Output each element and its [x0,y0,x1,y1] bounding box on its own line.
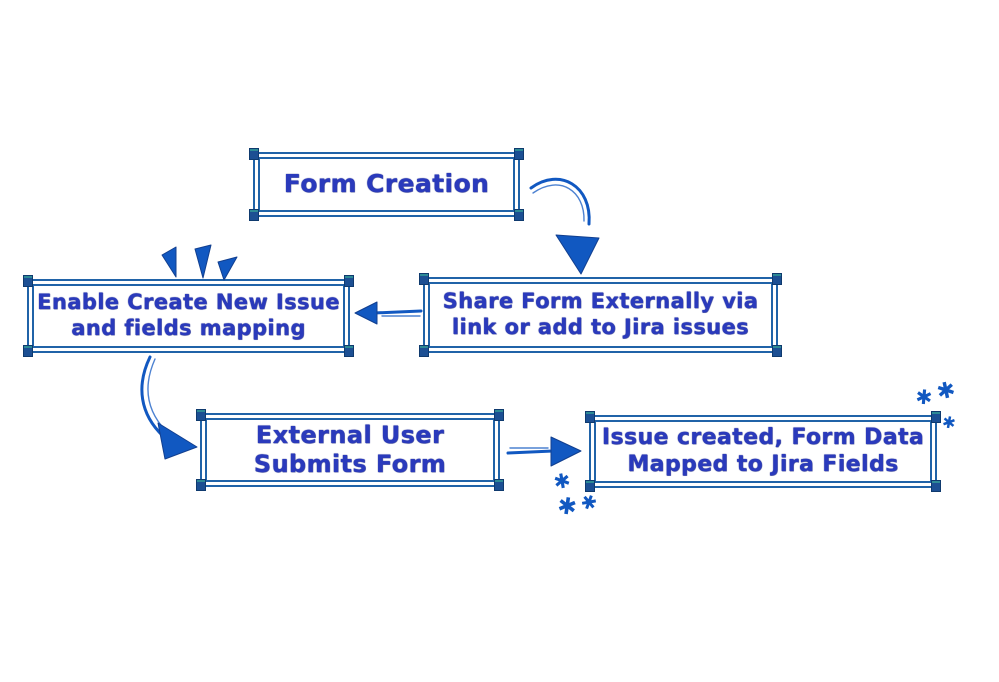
arrow-share-form-to-enable-create-icon [354,301,423,325]
corner-handle-icon [494,409,504,421]
arrow-external-user-to-issue-created-icon [506,436,582,467]
corner-handle-icon [196,409,206,421]
corner-handle-icon [249,148,259,160]
corner-handle-icon [494,479,504,491]
corner-handle-icon [514,148,524,160]
corner-handle-icon [585,480,595,492]
svg-text:✱: ✱ [934,377,957,405]
corner-handle-icon [931,480,941,492]
corner-handle-icon [419,273,429,285]
arrow-form-creation-to-share-form-icon [529,177,600,275]
corner-handle-icon [344,275,354,287]
corner-handle-icon [196,479,206,491]
emphasis-rays-icon [161,244,238,281]
svg-text:✱: ✱ [577,490,599,516]
node-label: Issue created, Form Data Mapped to Jira … [601,424,925,477]
node-label: External User Submits Form [253,420,447,478]
svg-text:✱: ✱ [556,493,579,521]
node-label: Enable Create New Issue and fields mappi… [37,290,340,340]
corner-handle-icon [772,273,782,285]
node-external-user-submits: External User Submits Form [196,409,504,491]
node-enable-create-new-issue: Enable Create New Issue and fields mappi… [23,275,354,357]
node-issue-created: Issue created, Form Data Mapped to Jira … [585,411,941,492]
node-share-form-externally: Share Form Externally via link or add to… [419,273,782,357]
corner-handle-icon [23,345,33,357]
corner-handle-icon [419,345,429,357]
corner-handle-icon [585,411,595,423]
node-form-creation: Form Creation [249,148,524,221]
node-label: Share Form Externally via link or add to… [442,289,759,339]
arrow-enable-create-to-external-user-icon [140,355,198,460]
svg-text:✱: ✱ [552,468,573,495]
corner-handle-icon [931,411,941,423]
corner-handle-icon [514,209,524,221]
svg-text:✱: ✱ [941,412,958,433]
corner-handle-icon [344,345,354,357]
svg-text:✱: ✱ [915,384,934,409]
node-label: Form Creation [283,169,490,199]
corner-handle-icon [23,275,33,287]
corner-handle-icon [249,209,259,221]
corner-handle-icon [772,345,782,357]
